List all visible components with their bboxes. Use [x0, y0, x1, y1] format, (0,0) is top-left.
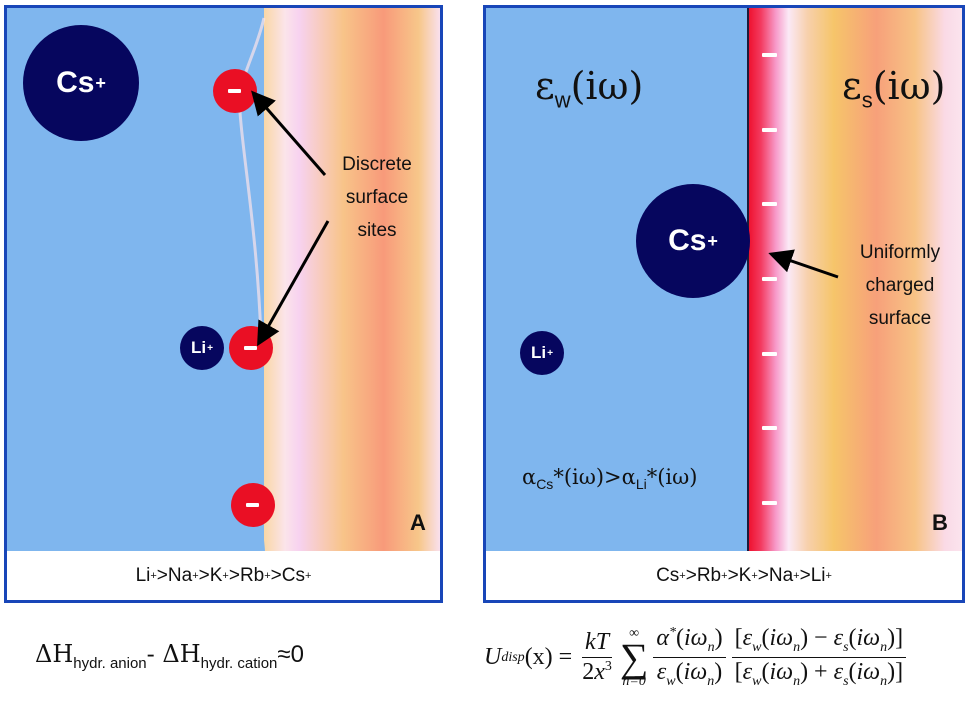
fraction-kT: kT 2x3 — [582, 629, 613, 685]
panel-a-figure: Cs+ Li+ Discrete surface sites A — [7, 8, 440, 551]
negative-site-2 — [229, 326, 273, 370]
epsilon-water-label: εw(iω) — [535, 64, 644, 113]
charge-dash-2 — [762, 128, 777, 132]
fraction-dielectric: [εw(iωn) − εs(iωn)] [εw(iωn) + εs(iωn)] — [731, 625, 907, 690]
charge-dash-7 — [762, 501, 777, 505]
polarizability-inequality: αCs*(iω)>αLi*(iω) — [522, 465, 698, 493]
charge-dash-3 — [762, 202, 777, 206]
cs-ion-a: Cs+ — [23, 25, 139, 141]
hydration-enthalpy-equation: ΔHhydr. anion- ΔHhydr. cation≈0 — [35, 640, 304, 672]
solid-surface-uniform — [748, 8, 962, 551]
selectivity-series-a: Li+ >Na+ >K+ >Rb+ >Cs+ — [7, 551, 440, 600]
epsilon-solid-label: εs(iω) — [842, 64, 946, 113]
charge-dash-5 — [762, 352, 777, 356]
summation: ∞ ∑ n=0 — [619, 625, 649, 689]
panel-b: εw(iω) εs(iω) Cs+ Li+ Uniformly charged … — [483, 5, 965, 603]
cs-ion-b: Cs+ — [636, 184, 750, 298]
panel-b-figure: εw(iω) εs(iω) Cs+ Li+ Uniformly charged … — [486, 8, 962, 551]
fraction-polarizability: α*(iωn) εw(iωn) — [653, 625, 726, 690]
panel-letter-b: B — [932, 510, 948, 535]
selectivity-series-b: Cs+ >Rb+ >K+ >Na+ >Li+ — [486, 551, 962, 600]
discrete-sites-label: Discrete surface sites — [342, 154, 412, 241]
panel-a: Cs+ Li+ Discrete surface sites A Li+ >Na… — [4, 5, 443, 603]
li-ion-b: Li+ — [520, 331, 564, 375]
interface-line — [747, 8, 749, 551]
uniform-surface-label: Uniformly charged surface — [859, 242, 941, 329]
panel-letter-a: A — [410, 510, 426, 535]
negative-site-3 — [231, 483, 275, 527]
li-ion-a: Li+ — [180, 326, 224, 370]
charge-dash-4 — [762, 277, 777, 281]
charge-dash-6 — [762, 426, 777, 430]
solid-surface-discrete — [264, 8, 440, 551]
charge-dash-1 — [762, 53, 777, 57]
negative-site-1 — [213, 69, 257, 113]
